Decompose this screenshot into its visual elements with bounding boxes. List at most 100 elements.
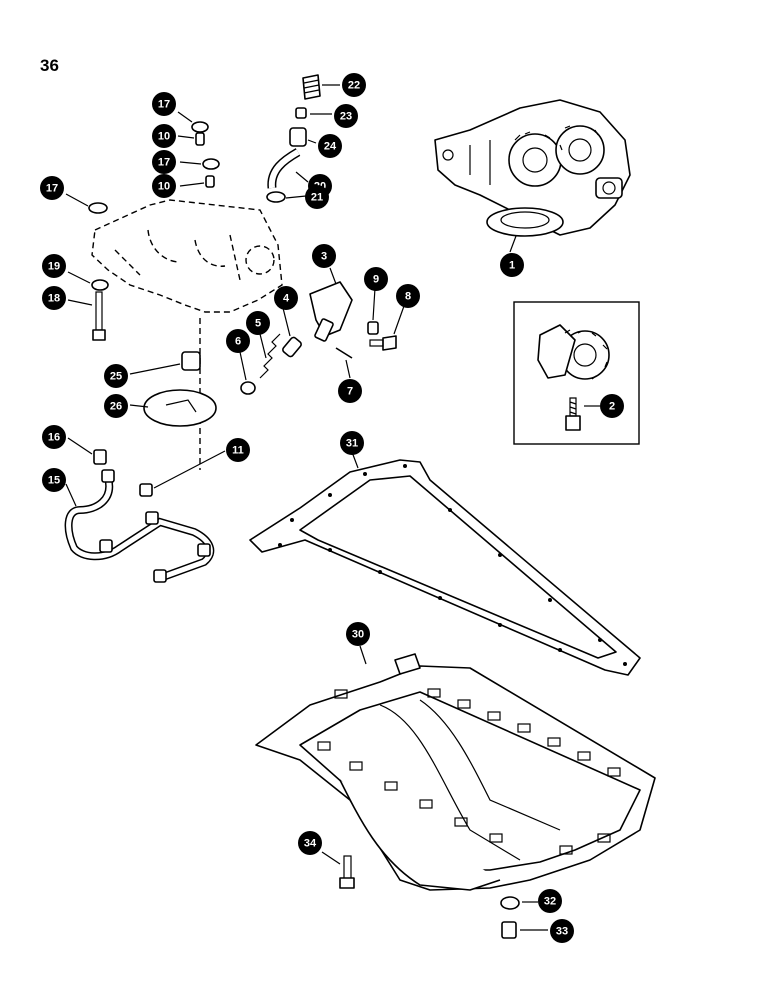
callout-circle <box>538 889 562 913</box>
tube-20 <box>267 148 301 189</box>
callout-c2: 2 <box>600 394 624 418</box>
washer-17c <box>88 202 108 214</box>
callout-c21: 21 <box>305 185 329 209</box>
callout-c17a: 17 <box>152 92 176 116</box>
callout-number: 5 <box>255 318 261 330</box>
callout-circle <box>334 104 358 128</box>
callout-c22: 22 <box>342 73 366 97</box>
callout-c9: 9 <box>364 267 388 291</box>
washer-9 <box>367 321 379 335</box>
relief-valve-housing-3 <box>309 281 353 342</box>
inset-box <box>513 301 640 445</box>
callout-c17c: 17 <box>40 176 64 200</box>
callout-number: 21 <box>311 192 323 204</box>
callout-number: 19 <box>48 261 60 273</box>
callout-number: 4 <box>283 293 290 305</box>
bolt-2 <box>565 397 581 431</box>
callout-number: 24 <box>324 141 337 153</box>
callout-c24: 24 <box>318 134 342 158</box>
callout-number: 17 <box>46 183 58 195</box>
callout-number: 31 <box>346 438 358 450</box>
callout-number: 10 <box>158 181 170 193</box>
callout-number: 3 <box>321 251 327 263</box>
pump-body-outline <box>91 199 283 470</box>
callout-number: 22 <box>348 80 360 92</box>
callout-c10b: 10 <box>152 174 176 198</box>
callout-circle <box>342 73 366 97</box>
washer-32 <box>500 896 520 910</box>
callout-number: 9 <box>373 274 379 286</box>
tube-assembly-15 <box>64 469 215 583</box>
fitting-22 <box>302 74 321 100</box>
callout-circle <box>226 438 250 462</box>
callout-c25: 25 <box>104 364 128 388</box>
callout-number: 7 <box>347 386 353 398</box>
callout-c11: 11 <box>226 438 250 462</box>
callout-number: 10 <box>158 131 170 143</box>
plunger-4 <box>282 336 302 358</box>
callout-c16: 16 <box>42 425 66 449</box>
oring-21 <box>266 191 286 203</box>
bolt-18 <box>92 291 106 341</box>
callout-c30: 30 <box>346 622 370 646</box>
callout-c33: 33 <box>550 919 574 943</box>
callout-circle <box>274 286 298 310</box>
pin-10b <box>205 175 215 188</box>
callout-number: 26 <box>110 401 122 413</box>
callout-circle <box>500 253 524 277</box>
strainer-fitting-25 <box>181 351 201 371</box>
callout-number: 16 <box>48 432 60 444</box>
callout-circle <box>42 286 66 310</box>
fitting-11 <box>139 483 153 497</box>
fitting-16 <box>93 449 107 465</box>
callout-circle <box>305 185 329 209</box>
washer-17a <box>191 121 209 133</box>
callout-circle <box>312 244 336 268</box>
callout-circle <box>104 364 128 388</box>
callout-c8: 8 <box>396 284 420 308</box>
callout-circle <box>104 394 128 418</box>
strainer-plate-26 <box>143 389 217 427</box>
bolt-34 <box>339 855 355 889</box>
callout-c23: 23 <box>334 104 358 128</box>
page-number: 36 <box>40 56 59 75</box>
gear-detail <box>537 324 610 380</box>
callout-c5: 5 <box>246 311 270 335</box>
callout-number: 34 <box>304 838 317 850</box>
callout-circle <box>42 425 66 449</box>
callout-c7: 7 <box>338 379 362 403</box>
callout-number: 33 <box>556 926 568 938</box>
callout-number: 6 <box>235 336 241 348</box>
seat-6 <box>240 381 256 395</box>
callout-labels: 1234567891010111516171717181920212223242… <box>40 73 624 943</box>
callout-circle <box>40 176 64 200</box>
callout-c19: 19 <box>42 254 66 278</box>
callout-circle <box>226 329 250 353</box>
oil-pan-30 <box>255 653 656 891</box>
callout-circle <box>298 831 322 855</box>
callout-c1: 1 <box>500 253 524 277</box>
callout-c15: 15 <box>42 468 66 492</box>
callout-number: 18 <box>48 293 60 305</box>
callout-c4: 4 <box>274 286 298 310</box>
callout-circle <box>396 284 420 308</box>
callout-circle <box>340 431 364 455</box>
spring-5 <box>259 333 281 379</box>
callout-number: 32 <box>544 896 556 908</box>
callout-number: 17 <box>158 157 170 169</box>
callout-c3: 3 <box>312 244 336 268</box>
callout-number: 30 <box>352 629 364 641</box>
callout-circle <box>600 394 624 418</box>
oil-pump-assembly <box>434 99 631 237</box>
callout-circle <box>246 311 270 335</box>
callout-circle <box>364 267 388 291</box>
callout-circle <box>42 254 66 278</box>
callout-c18: 18 <box>42 286 66 310</box>
callout-number: 15 <box>48 475 60 487</box>
callout-number: 11 <box>232 445 244 457</box>
callout-circle <box>318 134 342 158</box>
nut-23 <box>295 107 307 119</box>
callout-circle <box>42 468 66 492</box>
callout-circle <box>152 124 176 148</box>
